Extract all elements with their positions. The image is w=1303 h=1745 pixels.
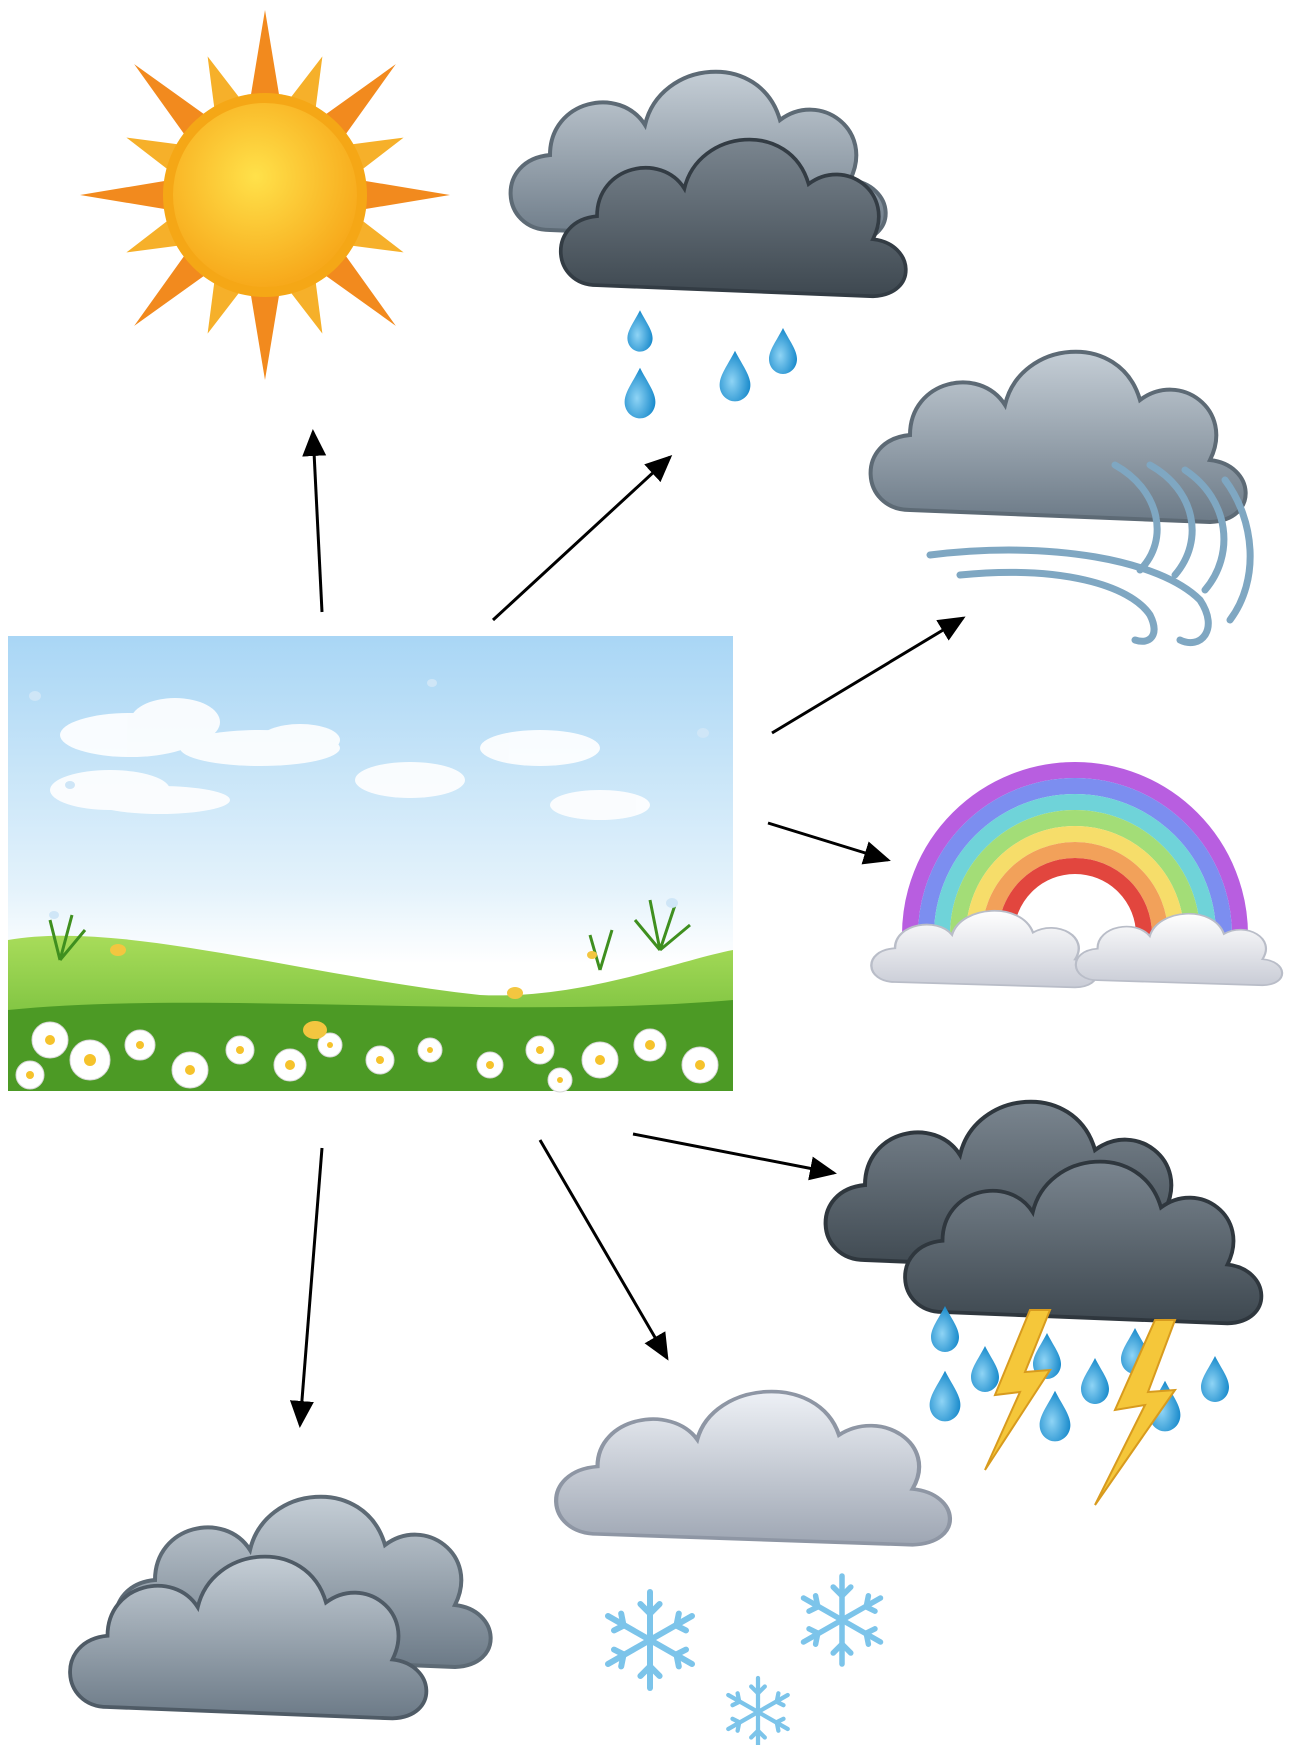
arrow-to-wind bbox=[772, 618, 963, 733]
arrow-to-snow bbox=[540, 1140, 667, 1358]
arrow-to-storm bbox=[633, 1134, 834, 1173]
sun-icon bbox=[80, 10, 450, 380]
rainbow-icon bbox=[871, 770, 1282, 987]
cloudy-icon bbox=[70, 1497, 491, 1719]
sun-ray bbox=[250, 289, 280, 380]
sun-ray bbox=[80, 180, 171, 210]
arrow-to-rainbow bbox=[768, 823, 888, 860]
rain-cloud-icon bbox=[511, 72, 906, 419]
arrow-to-cloudy bbox=[300, 1148, 322, 1425]
snow-cloud-icon bbox=[556, 1392, 950, 1745]
sun-ray bbox=[250, 10, 280, 101]
sun-ray bbox=[359, 180, 450, 210]
wind-cloud-icon bbox=[871, 352, 1251, 643]
arrow-to-rain bbox=[493, 457, 670, 620]
arrow-to-sun bbox=[313, 432, 322, 612]
meadow-landscape-icon bbox=[8, 636, 733, 1092]
